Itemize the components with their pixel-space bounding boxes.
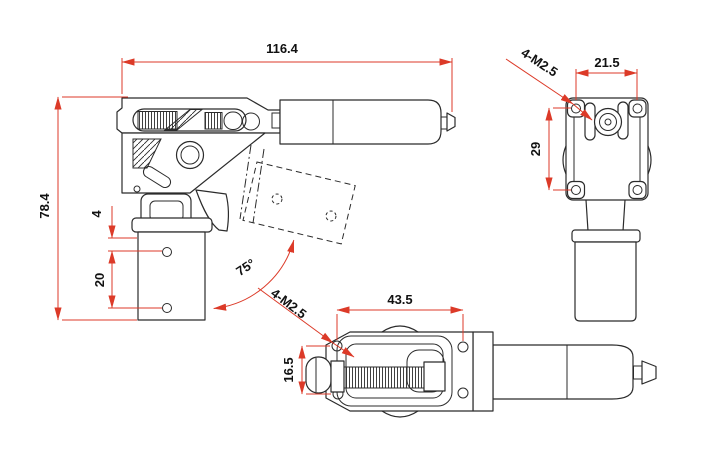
dimensions: 116.4 78.4 4 20 75° 21.5 29 4-M2.5 43.5 <box>37 41 638 395</box>
dim-label-top-thread-callout: 4-M2.5 <box>268 285 309 321</box>
front-strut <box>585 199 626 232</box>
leg-hole-lower <box>162 303 172 313</box>
web-hatch-rib <box>132 138 162 169</box>
lead-screw-thread-b <box>204 112 223 130</box>
retracted-hole-a <box>271 193 283 205</box>
motor-shaft-nub <box>446 112 456 132</box>
dim-label-top-span-y: 16.5 <box>281 357 296 382</box>
retract-angle-arc <box>213 239 295 311</box>
front-hole-bl <box>571 185 581 195</box>
dim-label-front-thread-callout: 4-M2.5 <box>518 45 560 80</box>
dim-label-front-span-y: 29 <box>528 142 543 156</box>
front-boss-mid <box>599 113 617 131</box>
leader-line <box>505 58 574 105</box>
front-flange <box>571 229 641 243</box>
gear-leg-block <box>137 231 206 321</box>
motor-tube <box>279 99 442 145</box>
ext-line <box>306 345 331 395</box>
leg-hole-upper <box>162 247 172 257</box>
front-boss-center <box>604 118 612 126</box>
top-view <box>305 325 657 418</box>
front-side-bumps <box>562 145 652 175</box>
top-end-plate <box>472 331 494 412</box>
retracted-strut-edge-b <box>252 148 265 224</box>
top-pivot-bumps <box>381 325 419 418</box>
leader-line <box>257 287 334 344</box>
front-body-inner-edges <box>573 117 641 182</box>
top-screw-bearing <box>330 360 345 393</box>
screw-end-hole <box>242 112 260 131</box>
pivot-boss-outer <box>175 140 205 170</box>
top-lead-screw-thread <box>343 366 425 389</box>
motor-shaft-collar <box>440 116 448 130</box>
screw-slot <box>223 111 243 130</box>
front-view <box>562 97 652 322</box>
ext-line <box>336 314 464 341</box>
leader-line <box>572 103 593 121</box>
top-screw-nut <box>423 361 446 392</box>
front-hole-tl <box>571 103 581 114</box>
ext-line <box>553 107 571 191</box>
top-hole-tr <box>457 341 469 353</box>
ext-line <box>575 69 638 100</box>
web-slot <box>142 165 172 189</box>
retracted-strut-edge-a <box>239 144 252 220</box>
side-view <box>116 97 456 321</box>
top-motor <box>492 344 634 400</box>
top-shaft-collar <box>633 365 643 380</box>
retracted-leg-block-outline <box>242 161 356 245</box>
dim-label-side-height: 78.4 <box>37 193 52 219</box>
dim-label-retract-angle: 75° <box>233 256 258 279</box>
ext-line <box>62 96 137 321</box>
front-hole-tr <box>632 103 643 114</box>
front-slot-left <box>584 102 596 141</box>
web-small-hole <box>133 185 141 193</box>
top-pivot-cap <box>305 356 332 394</box>
front-hole-br <box>632 185 643 195</box>
dim-label-side-width: 116.4 <box>266 41 299 56</box>
pivot-boss-inner <box>180 145 200 165</box>
top-shaft-nub <box>641 360 657 385</box>
front-pad-tr <box>628 99 647 118</box>
dim-label-front-span-x: 21.5 <box>594 55 619 70</box>
front-cylinder <box>574 241 637 322</box>
dim-label-leg-hole-spacing: 20 <box>92 273 107 287</box>
ext-line <box>108 250 162 309</box>
top-hole-br <box>457 387 469 399</box>
front-boss-outer <box>593 107 623 137</box>
dim-label-top-span-x: 43.5 <box>387 292 412 307</box>
retract-linkage-arm <box>195 189 229 232</box>
dim-label-leg-hole-offset: 4 <box>89 210 104 218</box>
leg-cap <box>131 217 213 233</box>
retracted-hole-b <box>325 210 337 222</box>
screw-diagonal-band <box>163 109 204 131</box>
leader-line <box>332 342 355 358</box>
front-pad-br <box>628 180 647 200</box>
